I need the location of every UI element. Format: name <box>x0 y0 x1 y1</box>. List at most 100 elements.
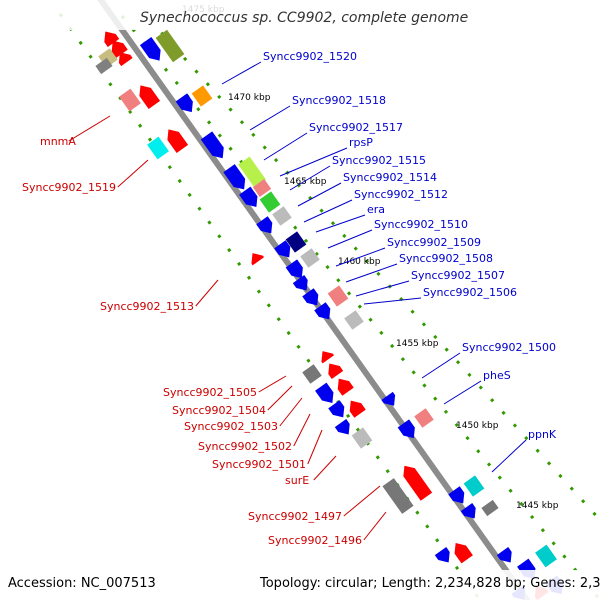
gene-feature-35 <box>337 378 354 396</box>
leader-line-reverse <box>68 115 111 142</box>
gene-label-forward: Syncc9902_1506 <box>423 286 517 299</box>
gene-feature-37 <box>349 400 366 418</box>
gene-feature-51 <box>434 547 450 563</box>
gene-feature-16 <box>238 156 266 188</box>
gene-label-reverse: Syncc9902_1504 <box>172 404 266 417</box>
gene-feature-50 <box>454 543 473 564</box>
gene-label-forward: ppnK <box>528 428 557 441</box>
gene-label-forward: Syncc9902_1514 <box>343 171 437 184</box>
footer-band <box>0 570 600 600</box>
leader-line-reverse <box>363 511 387 541</box>
gene-feature-22 <box>285 231 307 253</box>
gene-label-reverse: Syncc9902_1505 <box>163 386 257 399</box>
gene-feature-19 <box>259 191 281 213</box>
leader-line-forward <box>491 439 527 473</box>
leader-line-reverse <box>258 375 287 393</box>
gene-label-forward: Syncc9902_1517 <box>309 121 403 134</box>
gene-feature-36 <box>315 382 334 403</box>
leader-line-forward <box>279 147 348 177</box>
gene-feature-7 <box>118 52 133 67</box>
gene-label-forward: rpsP <box>349 136 373 149</box>
gene-feature-41 <box>381 391 396 406</box>
gene-feature-14 <box>200 131 224 159</box>
gene-feature-29 <box>314 302 331 320</box>
gene-features <box>95 29 563 600</box>
gene-feature-2 <box>139 36 161 61</box>
gene-label-forward: Syncc9902_1518 <box>292 94 386 107</box>
gene-feature-21 <box>256 216 273 234</box>
leader-line-forward <box>297 182 342 207</box>
leader-line-forward <box>421 352 461 379</box>
topology-text: Topology: circular; Length: 2,234,828 bp… <box>259 576 600 591</box>
gene-feature-28 <box>327 285 349 307</box>
leader-line-forward <box>363 297 422 305</box>
gene-feature-11 <box>139 85 161 110</box>
kbp-tick-label: 1465 kbp <box>284 177 327 187</box>
gene-feature-42 <box>414 408 434 428</box>
gene-label-forward: Syncc9902_1507 <box>411 269 505 282</box>
leader-line-reverse <box>343 485 381 517</box>
gene-label-reverse: mnmA <box>40 135 76 148</box>
gene-feature-38 <box>328 400 345 418</box>
gene-label-forward: Syncc9902_1512 <box>354 188 448 201</box>
leader-line-forward <box>327 229 373 249</box>
gene-label-reverse: Syncc9902_1501 <box>212 458 306 471</box>
gene-label-reverse: Syncc9902_1513 <box>100 300 194 313</box>
leader-line-forward <box>263 132 308 161</box>
gene-label-forward: pheS <box>483 369 511 382</box>
gene-feature-10 <box>119 88 141 112</box>
gene-feature-12 <box>147 136 169 160</box>
gene-feature-24 <box>300 248 320 268</box>
gene-feature-53 <box>535 544 557 568</box>
gene-label-forward: Syncc9902_1510 <box>374 218 468 231</box>
gene-labels: Syncc9902_1520Syncc9902_1518Syncc9902_15… <box>22 50 557 547</box>
gene-feature-33 <box>302 364 322 384</box>
kbp-tick-label: 1460 kbp <box>338 257 381 267</box>
gene-feature-48 <box>481 499 499 517</box>
gene-feature-34 <box>328 363 344 379</box>
leader-line-forward <box>303 199 353 223</box>
gene-feature-32 <box>321 351 335 364</box>
gene-feature-27 <box>302 288 319 306</box>
gene-feature-45 <box>382 478 414 514</box>
gene-label-forward: Syncc9902_1500 <box>462 341 556 354</box>
leader-line-forward <box>249 105 291 131</box>
gene-feature-8 <box>191 85 213 107</box>
gene-feature-5 <box>104 31 120 47</box>
gene-feature-52 <box>496 547 512 563</box>
gene-feature-39 <box>351 427 373 449</box>
guide-dots-1 <box>58 13 482 600</box>
gene-label-reverse: Syncc9902_1496 <box>268 534 362 547</box>
leader-line-reverse <box>313 455 337 481</box>
gene-label-reverse: Syncc9902_1519 <box>22 181 116 194</box>
gene-label-forward: Syncc9902_1520 <box>263 50 357 63</box>
gene-label-forward: Syncc9902_1508 <box>399 252 493 265</box>
kbp-tick-label: 1455 kbp <box>396 339 439 349</box>
gene-feature-1 <box>155 29 185 63</box>
accession-text: Accession: NC_007513 <box>8 576 156 591</box>
leader-line-reverse <box>279 397 303 427</box>
leader-line-reverse <box>307 429 323 465</box>
map-title: Synechococcus sp. CC9902, complete genom… <box>140 10 468 26</box>
gene-feature-9 <box>175 93 193 113</box>
gene-label-forward: Syncc9902_1509 <box>387 236 481 249</box>
gene-feature-44 <box>403 465 433 501</box>
gene-feature-43 <box>397 419 415 439</box>
leader-line-forward <box>355 280 410 297</box>
gene-label-forward: Syncc9902_1515 <box>332 154 426 167</box>
gene-feature-26 <box>292 275 308 291</box>
leader-line-forward <box>443 380 482 405</box>
gene-label-reverse: Syncc9902_1497 <box>248 510 342 523</box>
kbp-tick-label: 1450 kbp <box>456 421 499 431</box>
gene-label-reverse: surE <box>285 474 309 487</box>
leader-line-reverse <box>195 279 219 307</box>
gene-feature-18 <box>239 186 258 207</box>
gene-feature-25 <box>285 259 303 279</box>
gene-label-forward: era <box>367 203 385 216</box>
leader-line-reverse <box>293 413 311 447</box>
gene-feature-31 <box>251 253 265 266</box>
gene-feature-47 <box>448 486 465 504</box>
leader-line-forward <box>221 61 262 85</box>
